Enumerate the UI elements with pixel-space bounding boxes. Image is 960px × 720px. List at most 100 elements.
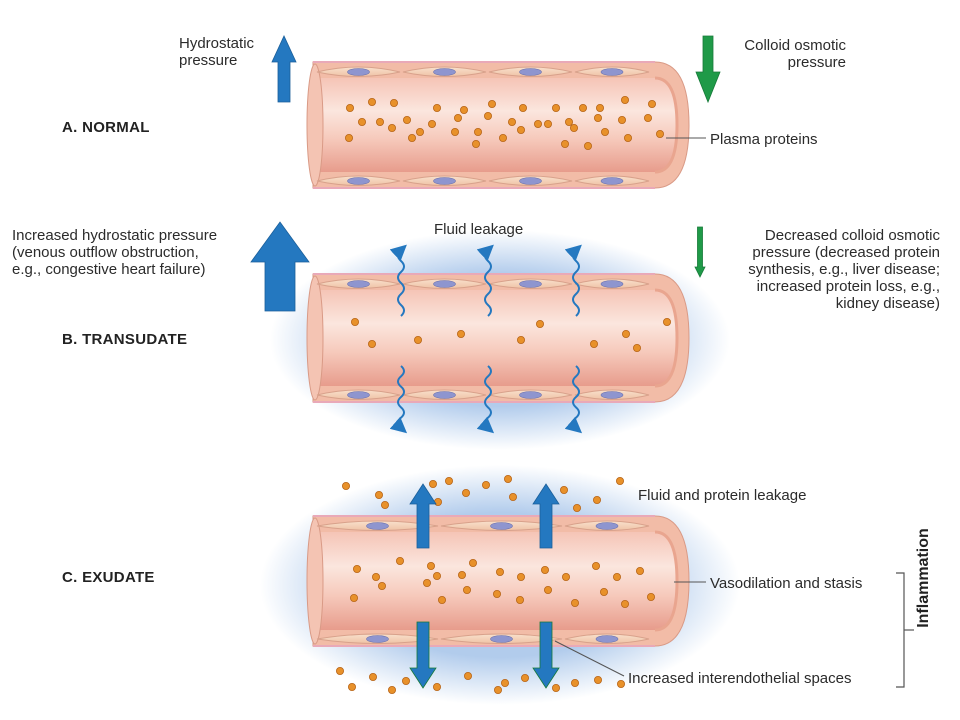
vessel-lumen [315, 290, 677, 386]
plasma-protein [544, 120, 553, 129]
plasma-protein [541, 566, 550, 575]
plasma-protein [427, 120, 436, 129]
plasma-protein [457, 571, 466, 580]
plasma-protein [517, 335, 526, 344]
plasma-protein [453, 114, 462, 123]
plasma-protein [503, 474, 512, 483]
plasma-protein [347, 683, 356, 692]
plasma-protein [432, 104, 441, 113]
plasma-protein [401, 677, 410, 686]
plasma-protein [335, 667, 344, 676]
interendothelial-pointer [554, 640, 625, 677]
endothelial-cell [488, 389, 573, 400]
plasma-protein [432, 683, 441, 692]
plasma-protein [579, 104, 588, 113]
endothelial-cell [402, 175, 487, 186]
plasma-protein [456, 329, 465, 338]
cell-nucleus [347, 177, 370, 185]
endothelial-cell [488, 175, 573, 186]
endothelial-cell [316, 278, 401, 289]
plasma-protein [422, 579, 431, 588]
plasma-protein [656, 129, 665, 138]
cell-nucleus [519, 391, 542, 399]
plasma-protein [493, 686, 502, 695]
hydrostatic-pressure-arrow [271, 35, 297, 103]
plasma-protein [552, 104, 561, 113]
plasma-protein [341, 481, 350, 490]
plasma-protein [516, 596, 525, 605]
plasma-protein [596, 104, 605, 113]
cell-nucleus [347, 391, 370, 399]
endothelial-cell [316, 633, 439, 644]
endothelial-cell [574, 66, 650, 77]
cell-nucleus [600, 68, 624, 76]
endothelial-cell [574, 278, 650, 289]
plasma-protein [450, 127, 459, 136]
cell-nucleus [519, 177, 542, 185]
endothelial-cell [402, 389, 487, 400]
cell-nucleus [600, 177, 624, 185]
plasma-protein [428, 479, 437, 488]
cell-nucleus [433, 391, 456, 399]
colloid-osmotic-arrow [695, 35, 721, 104]
plasma-protein [648, 100, 657, 109]
plasma-protein [344, 133, 353, 142]
plasma-protein [508, 492, 517, 501]
plasma-protein [387, 686, 396, 695]
plasma-protein [584, 141, 593, 150]
plasma-protein [395, 557, 404, 566]
plasma-protein [562, 573, 571, 582]
plasma-protein [437, 596, 446, 605]
plasma-protein [624, 133, 633, 142]
plasma-protein [521, 674, 530, 683]
plasma-protein [413, 335, 422, 344]
plasma-protein [621, 96, 630, 105]
cell-nucleus [433, 177, 456, 185]
vasodilation-stasis-label: Vasodilation and stasis [710, 575, 863, 592]
plasma-protein [552, 684, 561, 693]
plasma-protein [377, 582, 386, 591]
cell-nucleus [490, 522, 513, 530]
endothelial-cell [574, 389, 650, 400]
cell-nucleus [366, 522, 389, 530]
plasma-protein [468, 559, 477, 568]
endothelial-cell [564, 633, 650, 644]
protein-leak-arrow-down [409, 621, 437, 689]
vessel-b [306, 273, 690, 403]
cell-nucleus [433, 68, 456, 76]
plasma-protein [644, 114, 653, 123]
plasma-protein [415, 127, 424, 136]
plasma-protein [481, 480, 490, 489]
inflammation-bracket [896, 572, 905, 688]
plasma-protein [345, 104, 354, 113]
endothelial-cell [316, 389, 401, 400]
plasma-protein [565, 118, 574, 127]
plasma-protein [507, 118, 516, 127]
plasma-protein [473, 127, 482, 136]
vessel-c [306, 515, 690, 647]
plasma-protein [426, 562, 435, 571]
cell-nucleus [490, 635, 513, 643]
plasma-protein [432, 572, 441, 581]
panel-b-title: B. TRANSUDATE [62, 331, 188, 348]
vessel-opening [306, 63, 324, 187]
hydrostatic-pressure-label: Hydrostatic pressure [179, 35, 255, 69]
cell-nucleus [347, 68, 370, 76]
plasma-proteins-label: Plasma proteins [710, 131, 818, 148]
cell-nucleus [600, 391, 624, 399]
plasma-protein [571, 599, 580, 608]
plasma-protein [519, 104, 528, 113]
plasma-protein [367, 98, 376, 107]
plasma-protein [444, 476, 453, 485]
decreased-colloid-arrow [694, 226, 706, 278]
plasma-protein [462, 586, 471, 595]
plasma-protein [487, 100, 496, 109]
endothelial-cell [440, 520, 563, 531]
plasma-protein [433, 497, 442, 506]
endothelial-cell [564, 520, 650, 531]
increased-hydrostatic-label: Increased hydrostatic pressure (venous o… [12, 227, 218, 278]
plasma-protein [594, 114, 603, 123]
plasma-protein [601, 127, 610, 136]
vessel-end-ring [654, 288, 679, 388]
